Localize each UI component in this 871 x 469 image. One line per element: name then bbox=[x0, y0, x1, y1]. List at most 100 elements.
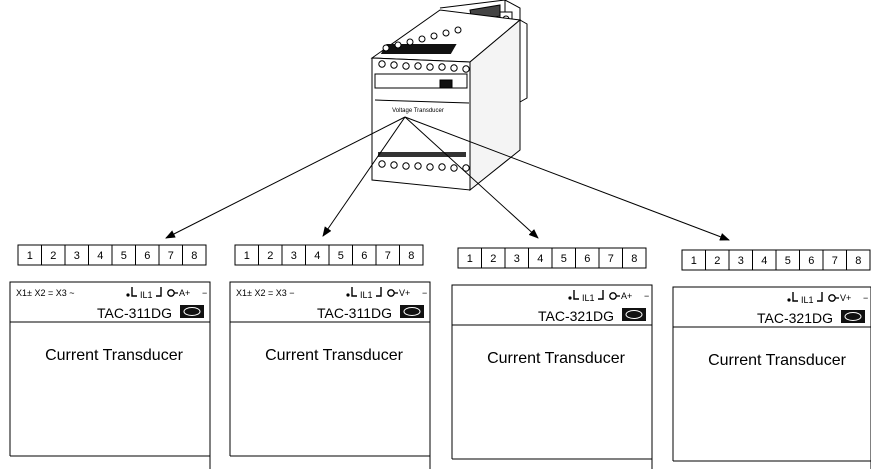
front-terminals-bottom bbox=[378, 160, 470, 172]
terminal-number: 8 bbox=[855, 255, 861, 267]
current-label: IL1 bbox=[140, 290, 153, 300]
terminal-number: 2 bbox=[267, 250, 273, 262]
bracket-left-icon bbox=[792, 292, 798, 302]
output-label: A+ bbox=[621, 291, 632, 301]
brand-logo-icon bbox=[400, 305, 424, 318]
terminal-number: 4 bbox=[97, 250, 103, 262]
brand-logo-icon bbox=[180, 305, 204, 318]
panel-title: Current Transducer bbox=[45, 347, 184, 364]
terminal-number: 6 bbox=[584, 253, 590, 265]
terminal-number: 1 bbox=[27, 250, 33, 262]
terminal-number: 5 bbox=[561, 253, 567, 265]
current-label: IL1 bbox=[360, 290, 373, 300]
minus-label: − bbox=[863, 293, 868, 303]
terminal-number: 6 bbox=[144, 250, 150, 262]
terminal-number: 8 bbox=[408, 250, 414, 262]
polarity-dot-icon bbox=[787, 298, 791, 302]
panels-layer: 1 2 3 4 5 6 7 8X1± X2 = X3 ~ IL1 A+ − TAC-311DG Curr… bbox=[9, 244, 871, 469]
bracket-left-icon bbox=[131, 287, 137, 297]
terminal-number: 1 bbox=[467, 253, 473, 265]
input-terminal-label: X1± X2 = X3 ~ bbox=[16, 288, 74, 298]
terminal-number: 1 bbox=[691, 255, 697, 267]
output-symbol-icon bbox=[828, 294, 836, 302]
panel-frame bbox=[451, 284, 653, 469]
voltage-transducer-device bbox=[370, 0, 528, 192]
terminal-strip: 1 2 3 4 5 6 7 8 bbox=[457, 247, 647, 269]
arrow-to-panel-4 bbox=[404, 116, 730, 241]
terminal-number: 5 bbox=[338, 250, 344, 262]
device-label: Voltage Transducer bbox=[392, 108, 444, 114]
panel-title: Current Transducer bbox=[265, 347, 404, 364]
bracket-right-icon bbox=[817, 292, 823, 302]
panel-frame bbox=[9, 281, 211, 469]
output-symbol-icon bbox=[167, 289, 175, 297]
terminal-number: 6 bbox=[361, 250, 367, 262]
panel-frame bbox=[229, 281, 431, 469]
terminal-number: 4 bbox=[761, 255, 767, 267]
terminal-number: 2 bbox=[50, 250, 56, 262]
model-number: TAC-321DG bbox=[538, 308, 614, 324]
bracket-left-icon bbox=[351, 287, 357, 297]
brand-logo-icon bbox=[622, 308, 646, 321]
current-label: IL1 bbox=[582, 293, 595, 303]
terminal-box bbox=[399, 244, 424, 266]
terminal-box bbox=[846, 249, 871, 271]
terminal-strip: 1 2 3 4 5 6 7 8 bbox=[681, 249, 871, 271]
model-number: TAC-311DG bbox=[317, 305, 392, 321]
model-number: TAC-311DG bbox=[97, 305, 172, 321]
front-terminals-top bbox=[378, 26, 470, 73]
bracket-right-icon bbox=[156, 287, 162, 297]
terminal-number: 2 bbox=[490, 253, 496, 265]
terminal-number: 4 bbox=[314, 250, 320, 262]
polarity-dot-icon bbox=[568, 296, 572, 300]
output-label: V+ bbox=[840, 293, 851, 303]
bracket-right-icon bbox=[376, 287, 382, 297]
input-terminal-label: X1± X2 = X3 − bbox=[236, 288, 294, 298]
terminal-number: 4 bbox=[537, 253, 543, 265]
output-symbol-icon bbox=[609, 292, 617, 300]
terminal-number: 3 bbox=[738, 255, 744, 267]
minus-label: − bbox=[644, 291, 649, 301]
terminal-box bbox=[182, 244, 207, 266]
terminal-number: 3 bbox=[291, 250, 297, 262]
output-label: A+ bbox=[179, 288, 190, 298]
terminal-number: 3 bbox=[514, 253, 520, 265]
polarity-dot-icon bbox=[346, 293, 350, 297]
terminal-number: 5 bbox=[121, 250, 127, 262]
terminal-number: 6 bbox=[808, 255, 814, 267]
panel-title: Current Transducer bbox=[487, 350, 626, 367]
terminal-number: 7 bbox=[168, 250, 174, 262]
model-number: TAC-321DG bbox=[757, 310, 833, 326]
terminal-number: 8 bbox=[631, 253, 637, 265]
arrow-to-panel-1 bbox=[165, 116, 406, 239]
panel-title: Current Transducer bbox=[708, 352, 847, 369]
minus-label: − bbox=[202, 288, 207, 298]
arrow-to-panel-2 bbox=[322, 116, 406, 237]
terminal-number: 7 bbox=[608, 253, 614, 265]
output-symbol-icon bbox=[387, 289, 395, 297]
panel-frame bbox=[672, 286, 871, 469]
current-label: IL1 bbox=[801, 295, 814, 305]
transducer-panel-2: 1 2 3 4 5 6 7 8X1± X2 = X3 − IL1 V+ − TAC-311DG Curr… bbox=[229, 244, 431, 469]
polarity-dot-icon bbox=[126, 293, 130, 297]
terminal-strip: 1 2 3 4 5 6 7 8 bbox=[234, 244, 424, 266]
bracket-right-icon bbox=[598, 290, 604, 300]
terminal-number: 5 bbox=[785, 255, 791, 267]
arrows bbox=[165, 116, 730, 241]
bracket-left-icon bbox=[573, 290, 579, 300]
minus-label: − bbox=[422, 288, 427, 298]
terminal-number: 1 bbox=[244, 250, 250, 262]
output-label: V+ bbox=[399, 288, 410, 298]
terminal-number: 7 bbox=[385, 250, 391, 262]
terminal-number: 2 bbox=[714, 255, 720, 267]
terminal-number: 7 bbox=[832, 255, 838, 267]
brand-logo-icon bbox=[841, 310, 865, 323]
arrow-to-panel-3 bbox=[404, 116, 539, 239]
terminal-number: 8 bbox=[191, 250, 197, 262]
terminal-box bbox=[622, 247, 647, 269]
